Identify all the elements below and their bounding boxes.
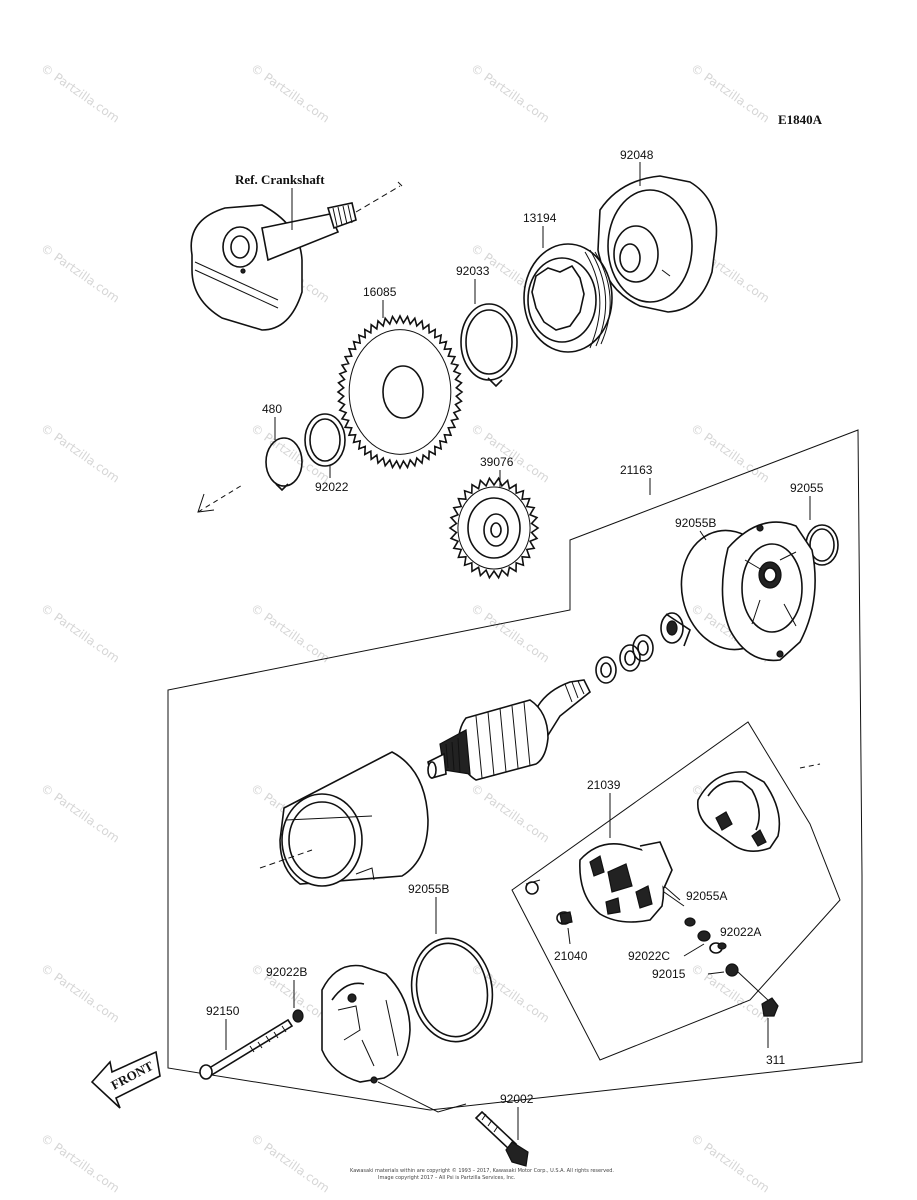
- starter-assembly-outline: [167, 429, 863, 1111]
- watermark: © Partzilla.com: [688, 421, 772, 486]
- watermark: © Partzilla.com: [688, 1131, 772, 1196]
- rear-end-cover[interactable]: [321, 964, 411, 1084]
- watermark: © Partzilla.com: [248, 601, 332, 666]
- label-92002: 92002: [500, 1092, 534, 1106]
- watermark: © Partzilla.com: [38, 601, 122, 666]
- watermark: © Partzilla.com: [688, 61, 772, 126]
- brush-cover[interactable]: [696, 771, 781, 852]
- label-92055: 92055: [790, 481, 824, 495]
- label-480: 480: [262, 402, 282, 416]
- label-92150: 92150: [206, 1004, 240, 1018]
- shaft-washers[interactable]: [595, 612, 691, 684]
- label-92015: 92015: [652, 967, 686, 981]
- part-16085[interactable]: [336, 314, 464, 470]
- label-92048: 92048: [620, 148, 654, 162]
- watermark: © Partzilla.com: [248, 1131, 332, 1196]
- watermark: © Partzilla.com: [38, 241, 122, 306]
- label-21039: 21039: [587, 778, 621, 792]
- terminal-hardware[interactable]: [663, 891, 771, 1003]
- part-92150[interactable]: [199, 1018, 294, 1080]
- part-92022B[interactable]: [292, 1009, 304, 1023]
- part-92022[interactable]: [304, 413, 346, 467]
- label-92055B-mid: 92055B: [408, 882, 449, 896]
- label-21040: 21040: [554, 949, 588, 963]
- label-16085: 16085: [363, 285, 397, 299]
- front-end-cover[interactable]: [721, 521, 816, 662]
- part-21039[interactable]: [579, 841, 681, 923]
- label-311: 311: [766, 1053, 785, 1067]
- front-direction-arrow: FRONT: [90, 1050, 161, 1109]
- part-480[interactable]: [265, 437, 303, 492]
- armature[interactable]: [427, 679, 592, 781]
- watermark: © Partzilla.com: [38, 1131, 122, 1196]
- label-92033: 92033: [456, 264, 490, 278]
- label-92022A: 92022A: [720, 925, 761, 939]
- watermark: © Partzilla.com: [248, 61, 332, 126]
- label-92022B: 92022B: [266, 965, 307, 979]
- part-92002[interactable]: [474, 1110, 529, 1167]
- watermark: © Partzilla.com: [248, 421, 332, 486]
- label-92022C: 92022C: [628, 949, 670, 963]
- label-39076: 39076: [480, 455, 514, 469]
- label-92055B-top: 92055B: [675, 516, 716, 530]
- part-92033[interactable]: [460, 303, 518, 388]
- part-92048[interactable]: [597, 175, 718, 313]
- watermark: © Partzilla.com: [468, 601, 552, 666]
- watermark: © Partzilla.com: [468, 961, 552, 1026]
- part-311[interactable]: [761, 997, 779, 1017]
- label-21163: 21163: [620, 463, 653, 477]
- watermark: © Partzilla.com: [38, 421, 122, 486]
- watermark: © Partzilla.com: [38, 781, 122, 846]
- watermark: © Partzilla.com: [38, 961, 122, 1026]
- footer-image-credit: Image copyright 2017 – All Psi is Partzi…: [378, 1175, 516, 1181]
- part-21040[interactable]: [525, 879, 573, 925]
- label-92022: 92022: [315, 480, 349, 494]
- yoke-housing[interactable]: [279, 751, 429, 887]
- label-13194: 13194: [523, 211, 557, 225]
- watermark: © Partzilla.com: [468, 421, 552, 486]
- crankshaft-part[interactable]: [190, 181, 403, 331]
- label-92055A: 92055A: [686, 889, 727, 903]
- watermark: © Partzilla.com: [38, 61, 122, 126]
- ref-crankshaft-label: Ref. Crankshaft: [235, 172, 325, 187]
- brush-holder-outline: [511, 721, 841, 1061]
- part-92055B-mid[interactable]: [404, 932, 501, 1048]
- watermark: © Partzilla.com: [468, 781, 552, 846]
- diagram-code: E1840A: [778, 112, 823, 127]
- part-13194[interactable]: [523, 243, 613, 353]
- part-39076[interactable]: [448, 476, 540, 580]
- watermark: © Partzilla.com: [468, 61, 552, 126]
- footer-copyright: Kawasaki materials within are copyright …: [350, 1167, 614, 1174]
